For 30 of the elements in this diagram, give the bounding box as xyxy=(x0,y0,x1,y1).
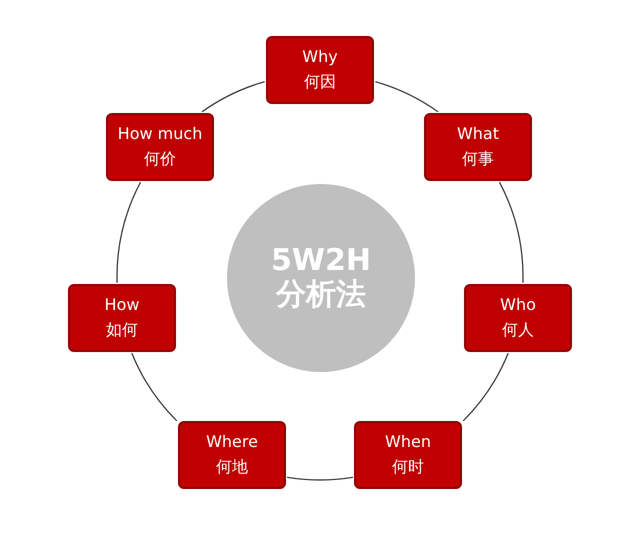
question-text: 何地 xyxy=(216,457,248,478)
ring-arc xyxy=(462,352,509,422)
title-text: 分析法 xyxy=(276,278,366,312)
question-box xyxy=(424,113,532,181)
question-text: How much xyxy=(118,124,202,143)
question-box xyxy=(266,36,374,104)
ring-arc xyxy=(286,476,354,481)
ring-arc xyxy=(131,352,178,422)
question-text: Why xyxy=(302,47,338,66)
question-text: 何事 xyxy=(462,149,494,170)
question-box xyxy=(68,284,176,352)
question-text: 何因 xyxy=(304,72,336,93)
question-text: 何时 xyxy=(392,457,424,478)
question-text: Who xyxy=(500,295,536,314)
question-text: 何价 xyxy=(144,149,176,170)
question-text: 如何 xyxy=(106,320,138,341)
question-box xyxy=(178,421,286,489)
question-box xyxy=(354,421,462,489)
question-text: 何人 xyxy=(502,320,534,341)
ring-arc xyxy=(375,81,438,112)
question-text: Where xyxy=(206,432,258,451)
question-text: How xyxy=(104,295,140,314)
question-box xyxy=(464,284,572,352)
ring-arc xyxy=(498,182,524,283)
title-text: 5W2H xyxy=(271,244,371,278)
question-box xyxy=(106,113,214,181)
ring-arc xyxy=(202,81,265,112)
ring-arc xyxy=(116,182,142,283)
question-text: What xyxy=(456,124,500,143)
question-text: When xyxy=(385,432,431,451)
